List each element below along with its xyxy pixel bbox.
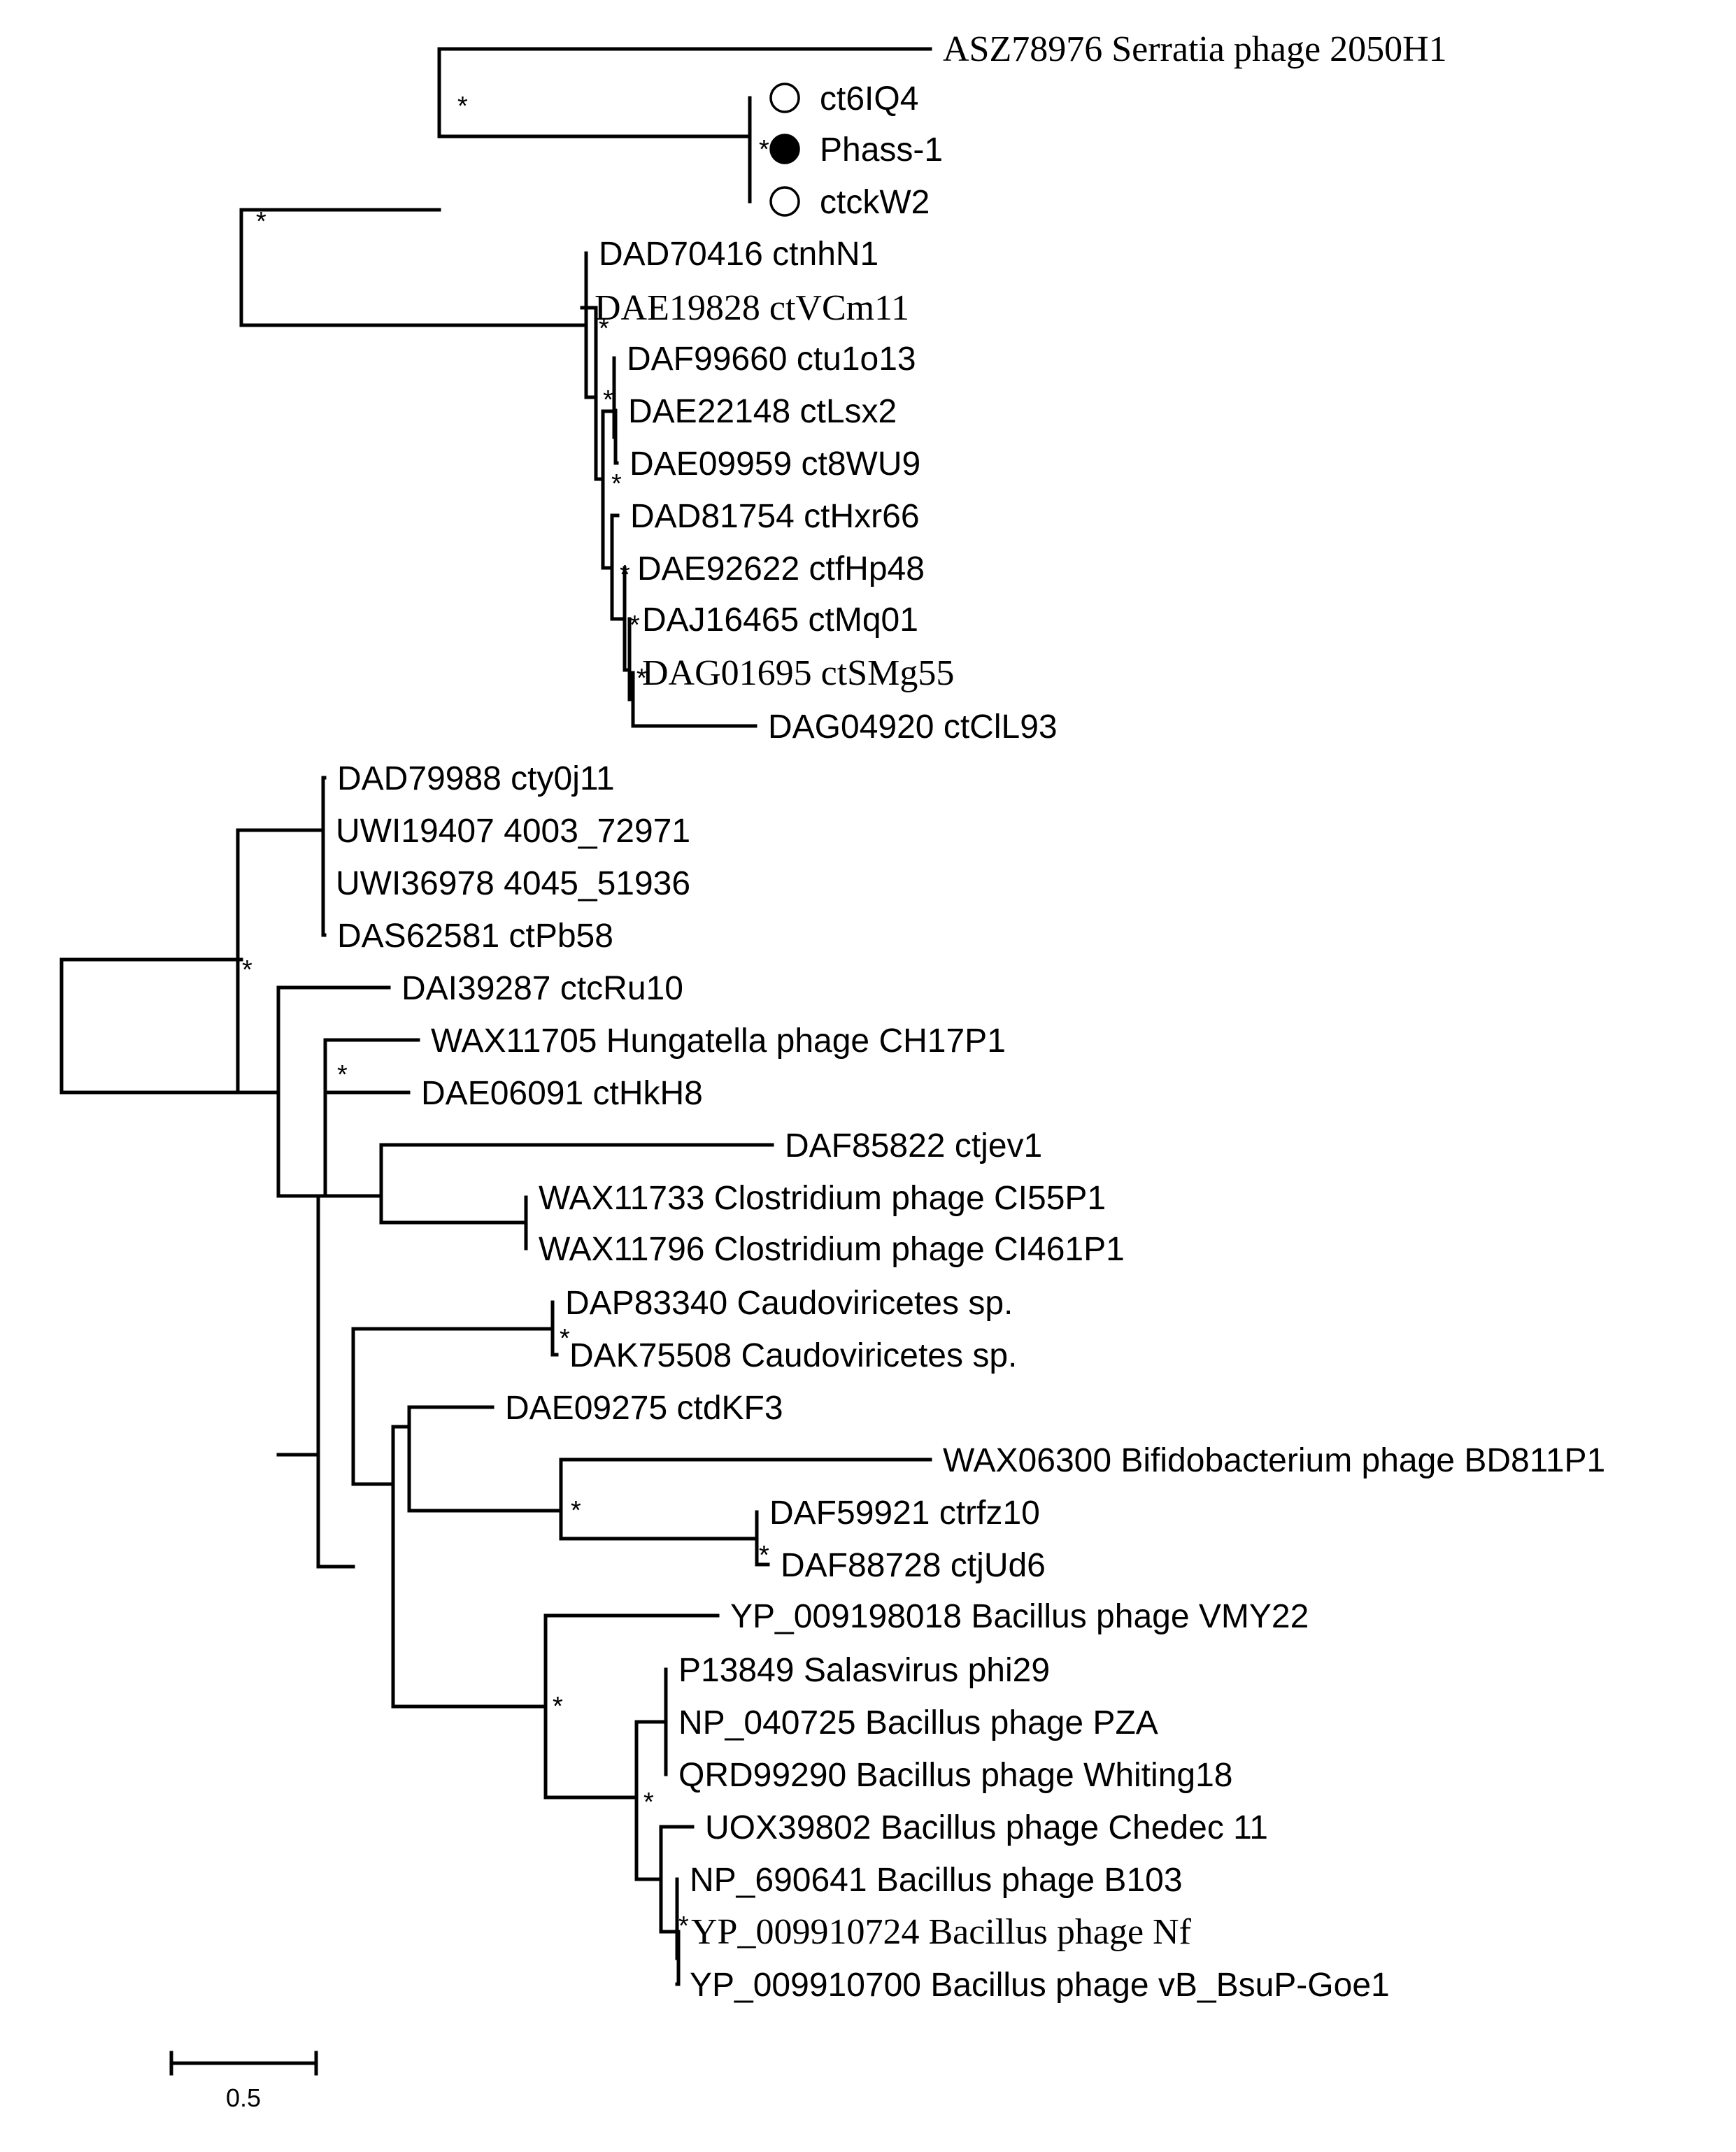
- leaf-label-l28: WAX06300 Bifidobacterium phage BD811P1: [943, 1442, 1605, 1479]
- leaf-label-l19: DAI39287 ctcRu10: [401, 970, 683, 1007]
- leaf-label-l33: NP_040725 Bacillus phage PZA: [678, 1704, 1158, 1741]
- leaf-label-l17: UWI36978 4045_51936: [336, 865, 690, 902]
- leaf-label-l22: DAF85822 ctjev1: [785, 1127, 1042, 1164]
- leaf-label-l7: DAF99660 ctu1o13: [627, 341, 916, 378]
- leaf-label-l24: WAX11796 Clostridium phage CI461P1: [539, 1231, 1125, 1268]
- leaf-label-l2: ct6IQ4: [820, 80, 918, 117]
- support-asterisk: *: [636, 664, 647, 693]
- leaf-label-l29: DAF59921 ctrfz10: [769, 1495, 1040, 1532]
- leaf-label-l6: DAE19828 ctVCm11: [595, 288, 909, 328]
- leaf-labels: ASZ78976 Serratia phage 2050H1 ct6IQ4Phas…: [336, 29, 1605, 2004]
- leaf-label-l32: P13849 Salasvirus phi29: [678, 1652, 1050, 1689]
- support-markers: * * * * * * * * * * * * * * * * *: [242, 92, 769, 1941]
- support-asterisk: *: [337, 1060, 348, 1090]
- support-asterisk: *: [611, 469, 622, 499]
- leaf-label-l9: DAE09959 ct8WU9: [629, 446, 920, 483]
- open-circle-marker: [769, 186, 800, 217]
- support-asterisk: *: [759, 135, 769, 164]
- leaf-label-l3: Phass-1: [820, 131, 943, 169]
- support-asterisk: *: [571, 1496, 581, 1525]
- leaf-label-l4: ctckW2: [820, 184, 930, 221]
- leaf-label-l11: DAE92622 ctfHp48: [637, 550, 925, 587]
- support-asterisk: *: [256, 207, 266, 236]
- leaf-markers: [769, 83, 800, 217]
- leaf-label-l16: UWI19407 4003_72971: [336, 813, 690, 850]
- leaf-label-l5: DAD70416 ctnhN1: [599, 236, 878, 273]
- filled-circle-marker: [769, 134, 800, 164]
- support-asterisk: *: [678, 1911, 689, 1941]
- leaf-label-l31: YP_009198018 Bacillus phage VMY22: [730, 1598, 1309, 1635]
- open-circle-marker: [769, 83, 800, 113]
- leaf-label-l25: DAP83340 Caudoviricetes sp.: [565, 1285, 1013, 1322]
- support-asterisk: *: [643, 1788, 654, 1817]
- leaf-label-l36: NP_690641 Bacillus phage B103: [690, 1862, 1183, 1899]
- leaf-label-l18: DAS62581 ctPb58: [337, 918, 613, 955]
- leaf-label-l30: DAF88728 ctjUd6: [781, 1547, 1046, 1584]
- leaf-label-l37: YP_009910724 Bacillus phage Nf: [691, 1912, 1192, 1952]
- tree-branches: [59, 47, 932, 1986]
- leaf-label-l21: DAE06091 ctHkH8: [421, 1075, 703, 1112]
- support-asterisk: *: [599, 314, 609, 343]
- support-asterisk: *: [629, 611, 640, 640]
- scale-bar-label: 0.5: [226, 2083, 261, 2112]
- support-asterisk: *: [620, 560, 630, 590]
- leaf-label-l15: DAD79988 cty0j11: [337, 760, 615, 797]
- leaf-label-l10: DAD81754 ctHxr66: [630, 498, 920, 535]
- leaf-label-l38: YP_009910700 Bacillus phage vB_BsuP-Goe1: [690, 1967, 1390, 2004]
- support-asterisk: *: [553, 1692, 563, 1721]
- leaf-label-l27: DAE09275 ctdKF3: [505, 1390, 783, 1427]
- leaf-label-l35: UOX39802 Bacillus phage Chedec 11: [705, 1809, 1268, 1846]
- leaf-label-l20: WAX11705 Hungatella phage CH17P1: [431, 1022, 1006, 1060]
- leaf-label-l12: DAJ16465 ctMq01: [642, 601, 918, 639]
- scale-bar-line: [169, 2051, 318, 2076]
- leaf-label-l13: DAG01695 ctSMg55: [642, 653, 954, 693]
- scale-bar: 0.5: [169, 2051, 318, 2112]
- support-asterisk: *: [242, 955, 252, 985]
- support-asterisk: *: [603, 385, 613, 415]
- leaf-label-l26: DAK75508 Caudoviricetes sp.: [569, 1337, 1017, 1374]
- leaf-label-l14: DAG04920 ctClL93: [768, 708, 1058, 746]
- leaf-label-l1: ASZ78976 Serratia phage 2050H1: [943, 29, 1447, 69]
- support-asterisk: *: [560, 1324, 570, 1353]
- support-asterisk: *: [457, 92, 468, 121]
- support-asterisk: *: [759, 1541, 769, 1570]
- leaf-label-l23: WAX11733 Clostridium phage CI55P1: [539, 1180, 1106, 1217]
- leaf-label-l8: DAE22148 ctLsx2: [628, 393, 897, 430]
- leaf-label-l34: QRD99290 Bacillus phage Whiting18: [678, 1757, 1232, 1794]
